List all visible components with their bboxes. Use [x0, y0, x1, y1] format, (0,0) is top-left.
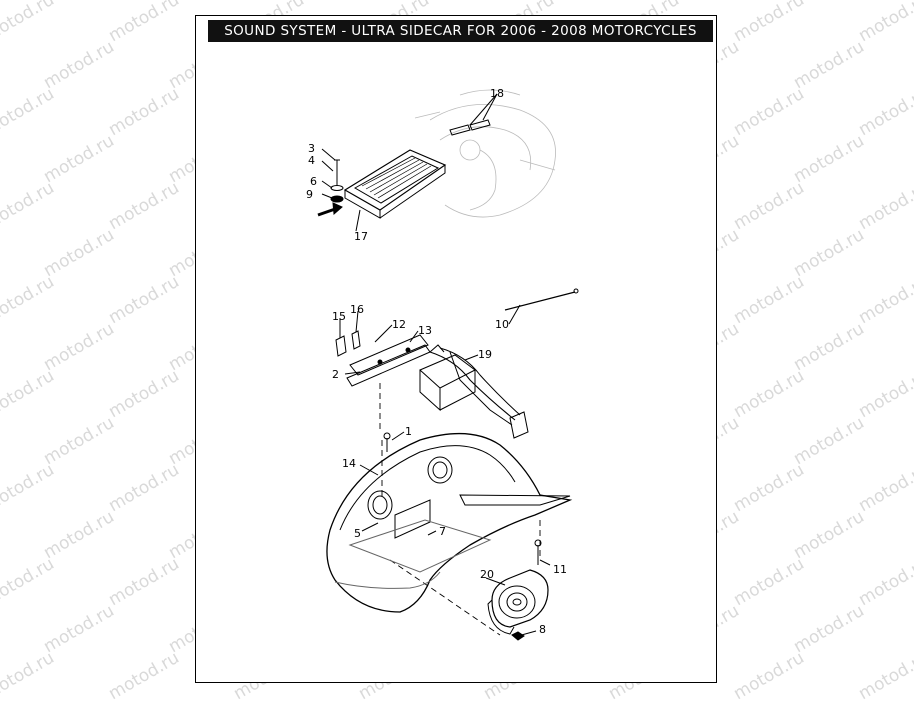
diagram-title: SOUND SYSTEM - ULTRA SIDECAR FOR 2006 - … — [208, 20, 713, 42]
callout-19: 19 — [478, 348, 492, 361]
callout-18: 18 — [490, 87, 504, 100]
callout-3: 3 — [308, 142, 315, 155]
callout-17: 17 — [354, 230, 368, 243]
callout-10: 10 — [495, 318, 509, 331]
callout-20: 20 — [480, 568, 494, 581]
sidecar-body-lower — [326, 431, 573, 613]
callout-8: 8 — [539, 623, 546, 636]
callout-7: 7 — [439, 525, 446, 538]
callout-2: 2 — [332, 368, 339, 381]
callout-12: 12 — [392, 318, 406, 331]
callout-15: 15 — [332, 310, 346, 323]
diagram-page-frame — [195, 15, 717, 683]
crossover-middle — [335, 288, 579, 439]
callout-5: 5 — [354, 527, 361, 540]
exploded-parts-diagram: 3 4 6 9 17 18 10 16 15 12 13 2 19 1 14 5… — [306, 87, 579, 641]
speaker-assembly — [485, 569, 549, 641]
amplifier-upper — [317, 89, 556, 232]
callout-16: 16 — [350, 303, 364, 316]
callout-6: 6 — [310, 175, 317, 188]
callout-9: 9 — [306, 188, 313, 201]
callout-11: 11 — [553, 563, 567, 576]
callout-1: 1 — [405, 425, 412, 438]
callout-4: 4 — [308, 154, 315, 167]
callout-14: 14 — [342, 457, 356, 470]
callout-13: 13 — [418, 324, 432, 337]
